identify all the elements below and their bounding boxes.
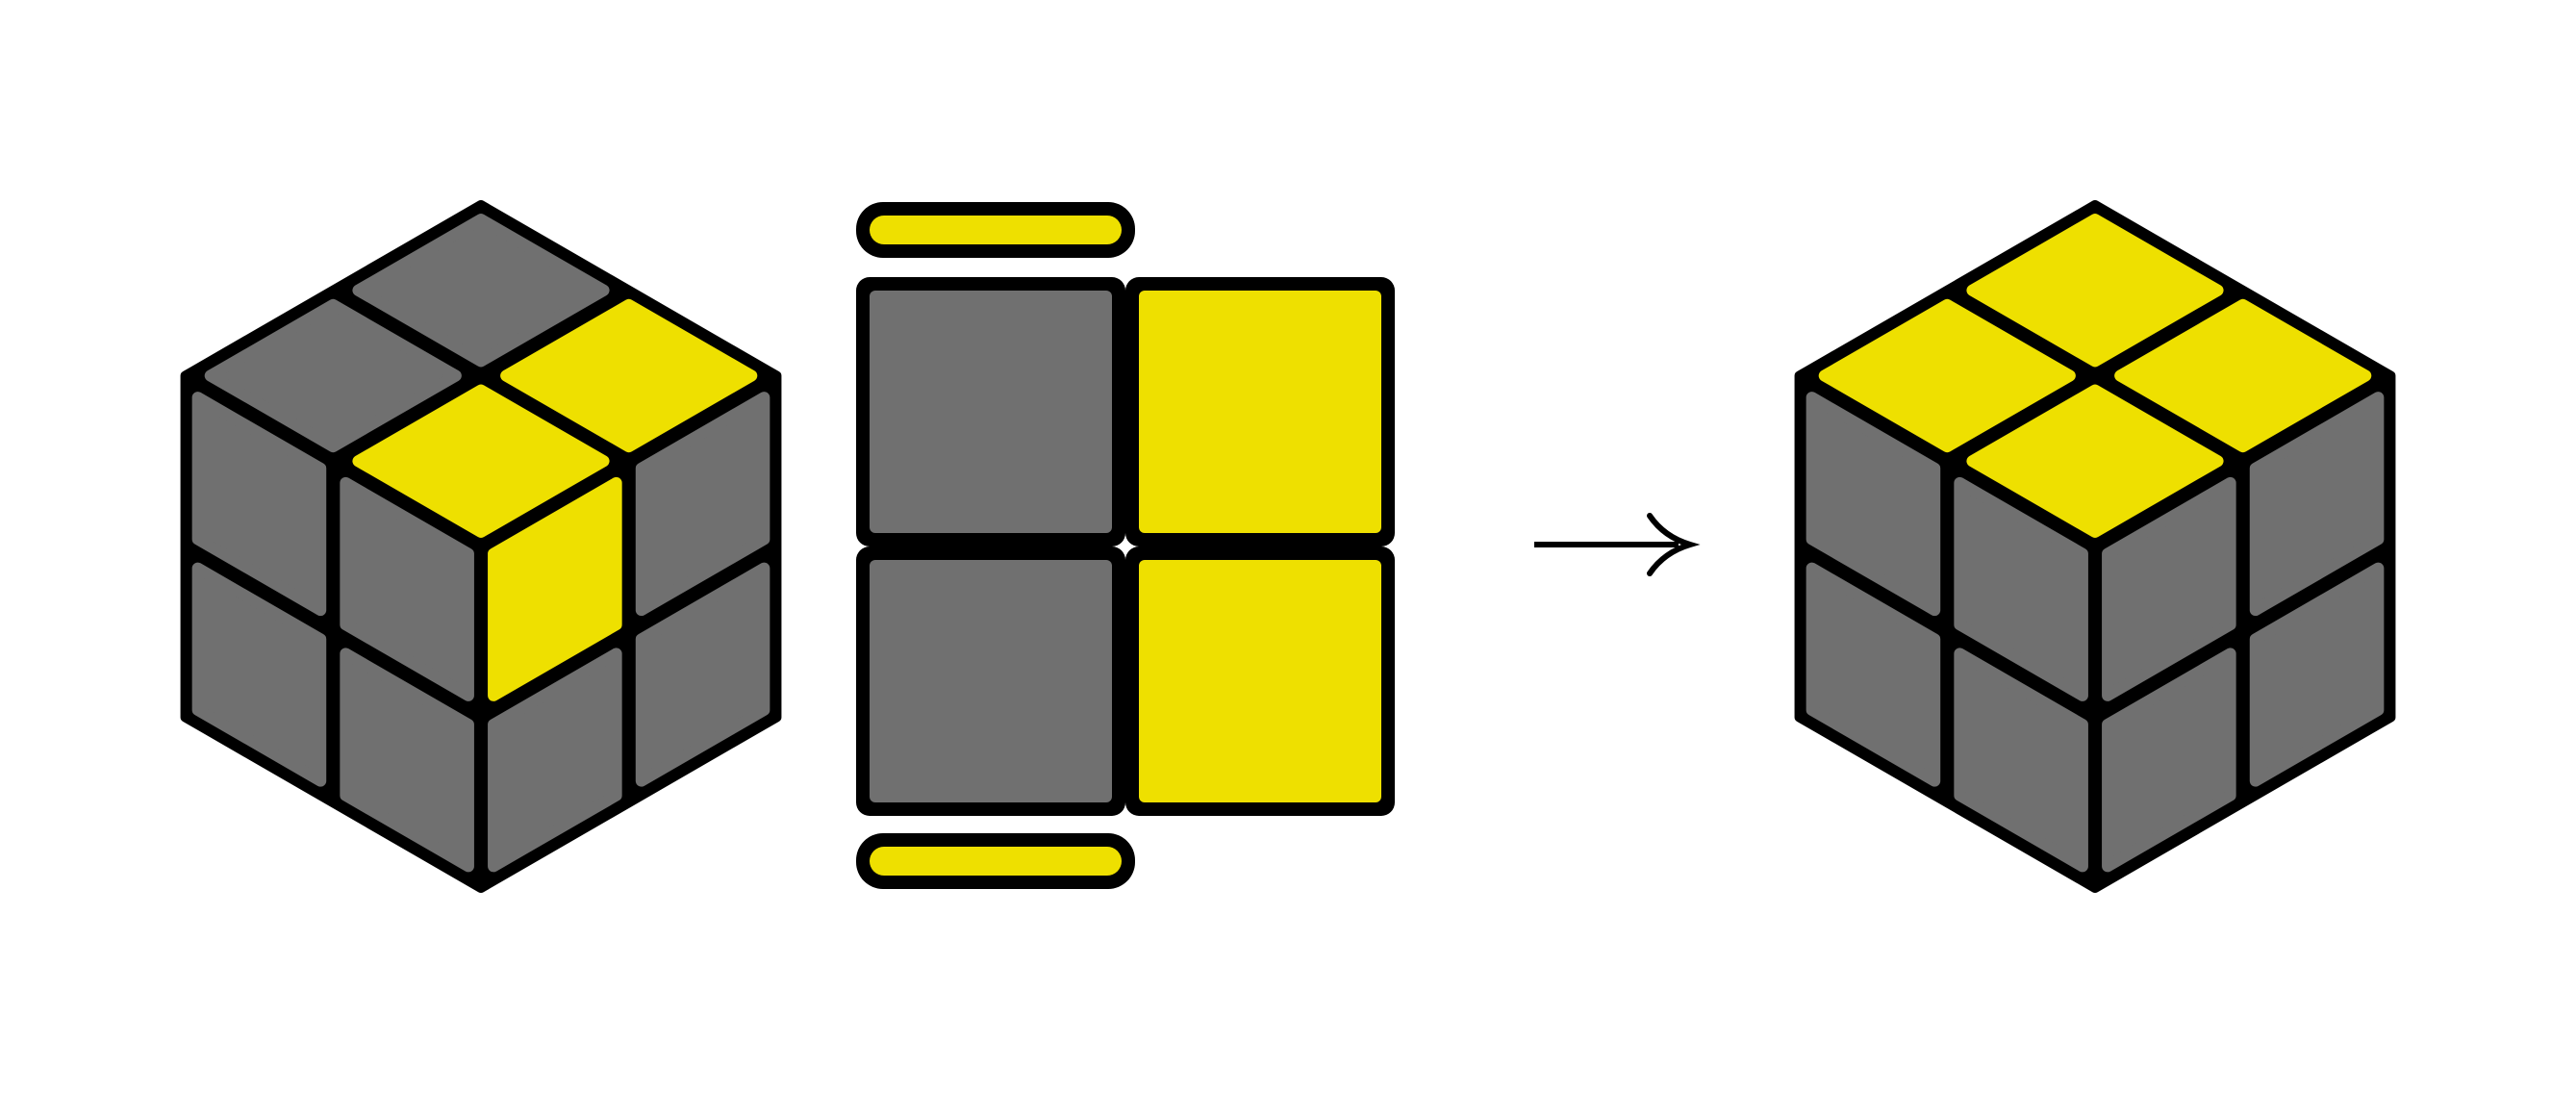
before-top-sticker-0-0: [352, 214, 610, 368]
after-left-sticker-0-1: [1954, 476, 2088, 701]
after-top-sticker-0-1: [2114, 298, 2372, 453]
before-right-sticker-1-0: [488, 648, 622, 873]
after-right-sticker-1-1: [2249, 562, 2385, 787]
before-left-sticker-0-1: [340, 476, 474, 701]
before-top-sticker-0-1: [500, 298, 758, 453]
top-view-sticker-0-1: [1139, 291, 1381, 533]
right-arrow-icon: [1534, 513, 1701, 576]
before-top-sticker-1-1: [352, 384, 610, 538]
before-right-sticker-0-0: [488, 476, 622, 701]
before-left-sticker-1-1: [340, 648, 474, 873]
top-view-diagram: [856, 202, 1395, 889]
before-left-sticker-1-0: [191, 562, 327, 787]
bottom-edge-sticker: [870, 847, 1122, 876]
top-edge-sticker: [870, 216, 1122, 244]
after-right-sticker-1-0: [2102, 648, 2236, 873]
after-left-sticker-1-0: [1806, 562, 1941, 787]
cube-after: [1794, 200, 2396, 893]
after-top-sticker-0-0: [1966, 214, 2224, 368]
before-left-sticker-0-0: [191, 392, 327, 617]
top-view-sticker-1-1: [1139, 560, 1381, 802]
after-left-sticker-0-0: [1806, 392, 1941, 617]
top-view-sticker-1-0: [870, 560, 1112, 802]
before-right-sticker-0-1: [635, 392, 770, 617]
after-top-sticker-1-1: [1966, 384, 2224, 538]
after-top-sticker-1-0: [1818, 298, 2076, 453]
before-right-sticker-1-1: [635, 562, 770, 787]
after-left-sticker-1-1: [1954, 648, 2088, 873]
after-right-sticker-0-0: [2102, 476, 2236, 701]
cube-before: [180, 200, 782, 893]
after-right-sticker-0-1: [2249, 392, 2385, 617]
arrow-head: [1647, 513, 1701, 576]
top-view-sticker-0-0: [870, 291, 1112, 533]
before-top-sticker-1-0: [204, 298, 462, 453]
